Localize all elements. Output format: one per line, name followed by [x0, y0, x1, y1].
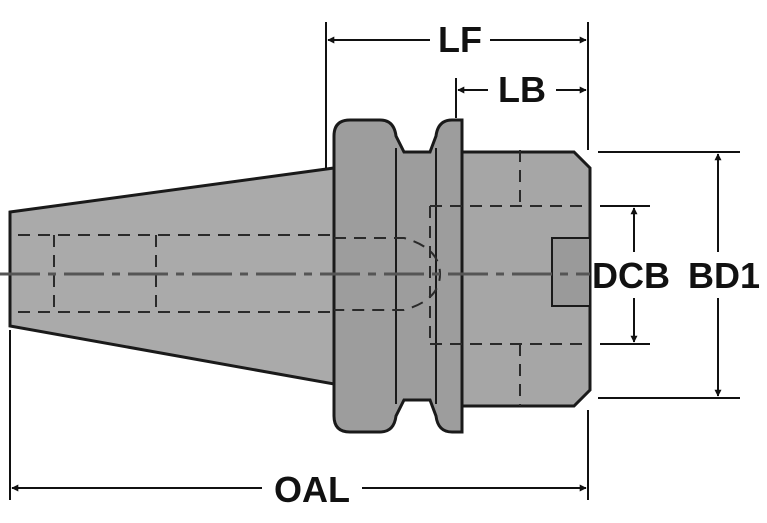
end-bore: [551, 237, 591, 307]
flange: [332, 118, 464, 434]
dimension-lines: [11, 36, 722, 492]
dcb-label: DCB: [592, 255, 670, 296]
extension-lines: [9, 22, 740, 500]
lb-label: LB: [498, 69, 546, 110]
taper-shank: [8, 166, 336, 386]
bd1-label: BD1: [688, 255, 760, 296]
lf-label: LF: [438, 19, 482, 60]
tool-body: [8, 118, 592, 434]
oal-label: OAL: [274, 469, 350, 510]
collet-body: [460, 150, 592, 408]
